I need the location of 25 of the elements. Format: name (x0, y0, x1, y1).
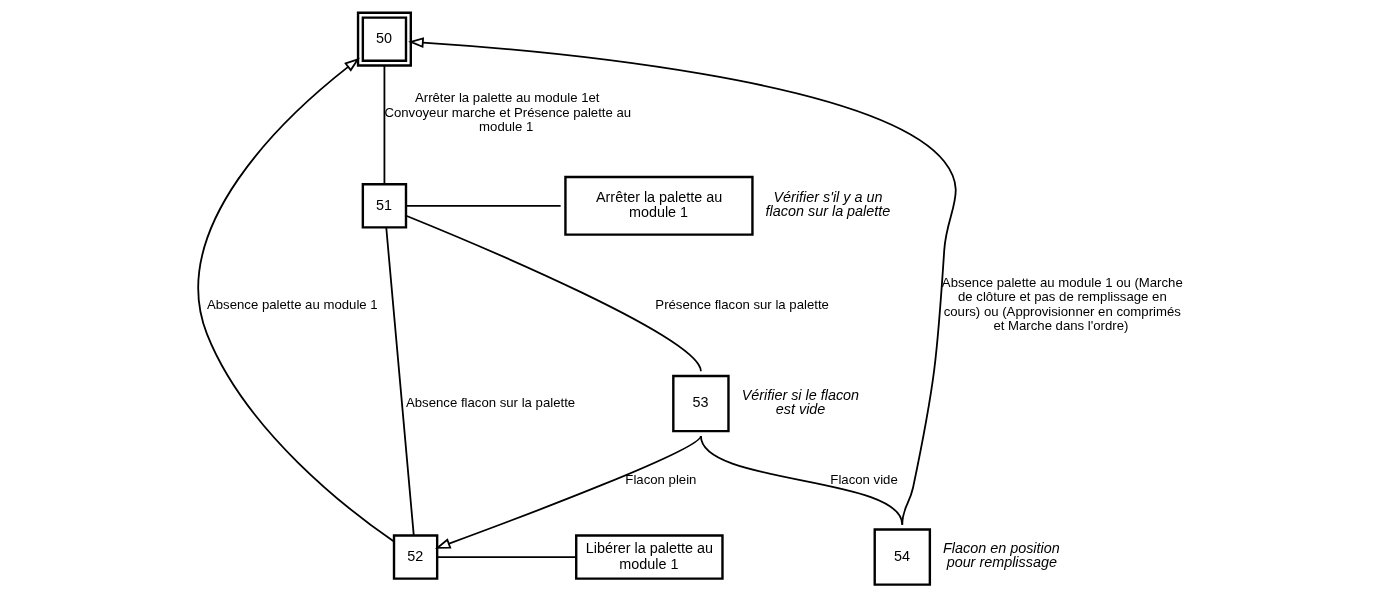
node-box: Libérer la palette au module 1 (575, 534, 724, 580)
node-label: Flacon en position pour remplissage (943, 539, 1060, 571)
node-box: 52 (392, 534, 439, 580)
edge-label: Flacon vide (830, 471, 898, 487)
arrow (408, 37, 957, 526)
connector (405, 204, 562, 207)
connector (700, 435, 904, 526)
edge-label: Arrêter la palette au module 1et Convoyeur marche et Présence palette au module 1 (384, 90, 632, 135)
node-label: Vérifier si le flacon est vide (741, 386, 860, 417)
arrow (434, 435, 702, 549)
connector (436, 556, 577, 558)
edge-label: Flacon plein (625, 471, 697, 487)
connector (405, 214, 702, 373)
node-box: 50 (356, 11, 412, 67)
edge-label: Présence flacon sur la palette (655, 296, 829, 312)
node-box: 53 (672, 374, 730, 433)
connector (385, 226, 415, 537)
node-box: 54 (873, 528, 932, 586)
edge-label: Absence palette au module 1 (207, 296, 378, 312)
edge-label: Absence flacon sur la palette (406, 394, 576, 410)
node-box: Arrêter la palette au module 1 (564, 175, 754, 236)
node-box: 51 (361, 183, 408, 229)
arrow (197, 57, 395, 543)
connector (383, 64, 386, 186)
node-label: Vérifier s'il y a un flacon sur la palette (765, 188, 891, 220)
